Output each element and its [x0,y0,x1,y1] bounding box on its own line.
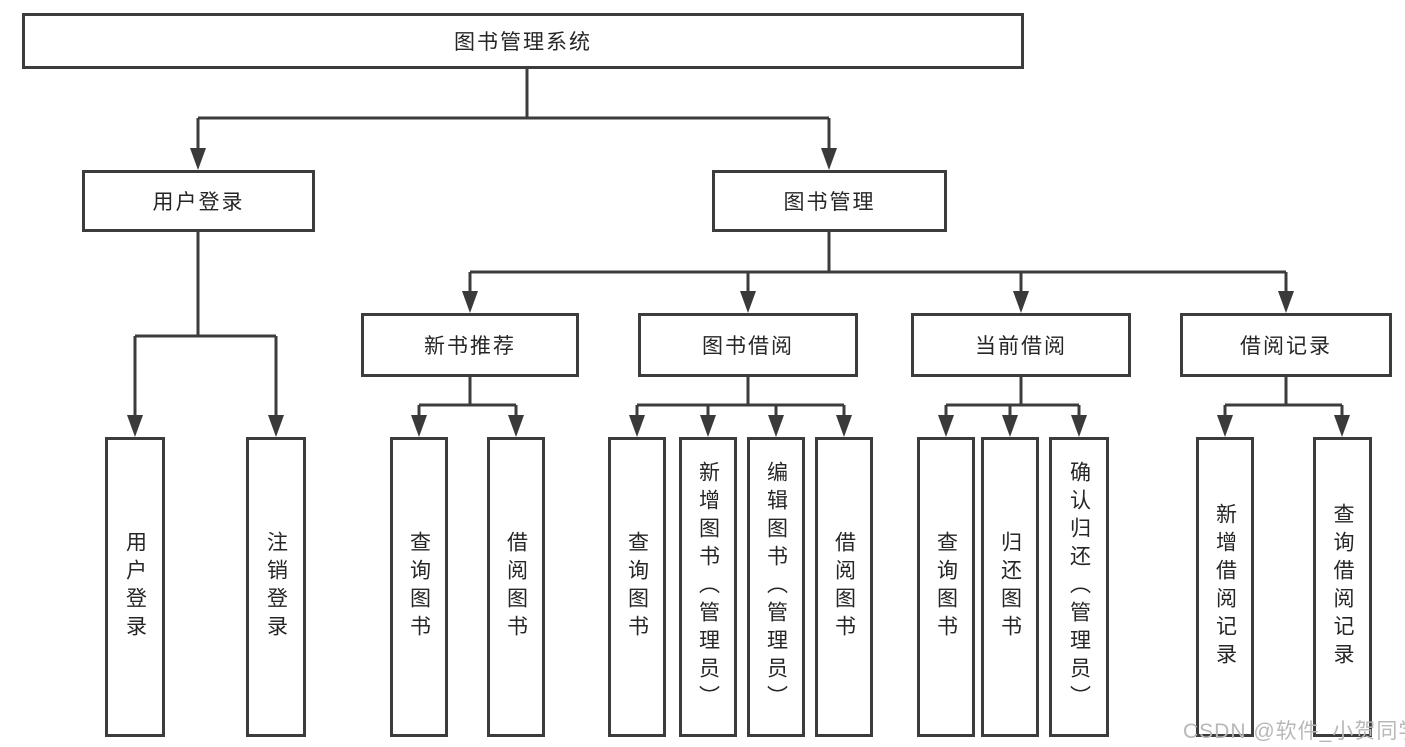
node-label: 编辑图书（管理员） [764,461,788,713]
leaf-confirm-return-admin: 确认归还（管理员） [1049,437,1109,737]
node-label: 查询图书 [625,531,649,643]
node-book-management: 图书管理 [712,170,947,232]
leaf-edit-book-admin: 编辑图书（管理员） [747,437,805,737]
node-new-book-recommend: 新书推荐 [361,313,579,377]
node-label: 用户登录 [123,531,147,643]
node-root-system: 图书管理系统 [22,13,1024,69]
leaf-add-book-admin: 新增图书（管理员） [679,437,737,737]
arrow-down-icons [127,148,1350,437]
node-label: 图书管理 [783,191,876,214]
node-borrow-records: 借阅记录 [1180,313,1392,377]
node-label: 图书借阅 [702,335,794,358]
node-label: 当前借阅 [975,335,1067,358]
leaf-logout: 注销登录 [246,437,306,737]
node-label: 借阅图书 [832,531,856,643]
leaf-query-book-recommend: 查询图书 [390,437,448,737]
node-label: 用户登录 [152,191,245,214]
leaf-query-book-borrow: 查询图书 [608,437,666,737]
node-label: 查询图书 [407,531,431,643]
leaf-user-login: 用户登录 [105,437,165,737]
node-label: 注销登录 [264,531,288,643]
node-label: 确认归还（管理员） [1067,461,1091,713]
node-current-borrow: 当前借阅 [911,313,1131,377]
leaf-borrow-book-recommend: 借阅图书 [487,437,545,737]
csdn-watermark: CSDN @软件_小贺同学 [1183,720,1405,743]
leaf-return-book: 归还图书 [981,437,1039,737]
node-label: 查询借阅记录 [1331,503,1354,671]
node-label: 新书推荐 [424,335,516,358]
node-label: 新增图书（管理员） [696,461,720,713]
leaf-query-borrow-record: 查询借阅记录 [1313,437,1372,737]
node-label: 新增借阅记录 [1213,503,1237,671]
leaf-query-book-current: 查询图书 [917,437,975,737]
connector-paths [133,68,1344,433]
node-label: 归还图书 [998,531,1022,643]
node-label: 借阅图书 [504,531,528,643]
leaf-borrow-book: 借阅图书 [815,437,873,737]
node-label: 查询图书 [934,531,958,643]
node-user-login: 用户登录 [82,170,315,232]
node-label: 借阅记录 [1240,335,1332,358]
node-book-borrow: 图书借阅 [638,313,858,377]
node-label: 图书管理系统 [454,31,592,54]
leaf-add-borrow-record: 新增借阅记录 [1196,437,1254,737]
